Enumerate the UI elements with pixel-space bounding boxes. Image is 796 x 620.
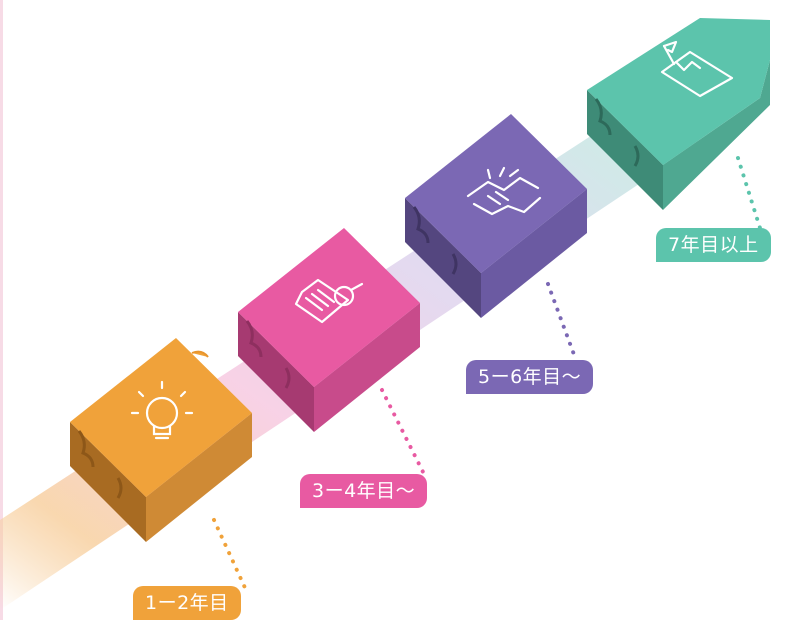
lightbulb-icon: [130, 380, 194, 440]
connector-2: [380, 388, 426, 476]
step-label-4: 7年目以上: [656, 228, 771, 262]
document-search-icon: [294, 278, 364, 324]
step-block-3: [405, 114, 587, 318]
connector-dots: [212, 156, 762, 592]
connector-1: [212, 518, 248, 592]
left-edge-rule: [0, 0, 3, 620]
step-block-1: [70, 338, 252, 542]
step-label-3: 5ー6年目〜: [466, 360, 594, 394]
step-label-1: 1ー2年目: [133, 586, 241, 620]
connector-3: [546, 282, 578, 362]
step-label-2: 3ー4年目〜: [300, 474, 428, 508]
step-block-2: [238, 228, 420, 432]
handshake-icon: [466, 166, 542, 216]
step-block-4: [587, 18, 770, 210]
connector-4: [736, 156, 762, 230]
mountain-flag-icon: [660, 40, 734, 98]
